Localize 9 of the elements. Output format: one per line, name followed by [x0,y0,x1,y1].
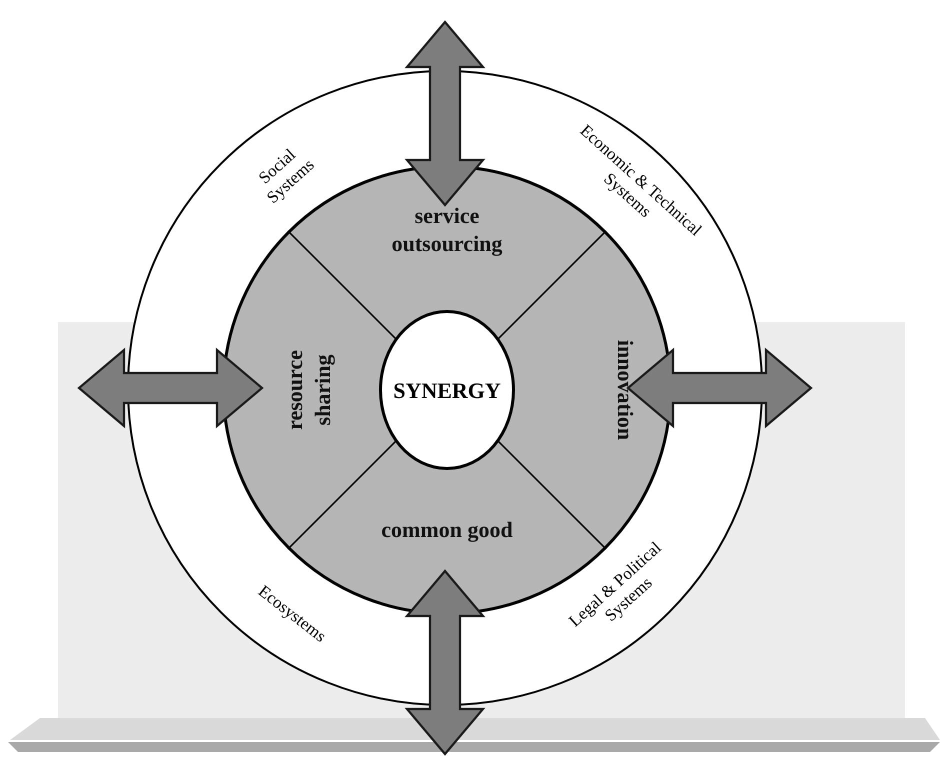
double-arrow [404,20,486,207]
sector-label: innovation [611,320,639,460]
double-arrow [77,348,264,428]
sector-label: resource sharing [281,320,337,460]
sector-label: service outsourcing [377,202,517,258]
center-label: SYNERGY [393,376,501,404]
double-arrow [626,348,813,428]
sector-label: common good [377,516,517,544]
double-arrow [404,569,486,756]
